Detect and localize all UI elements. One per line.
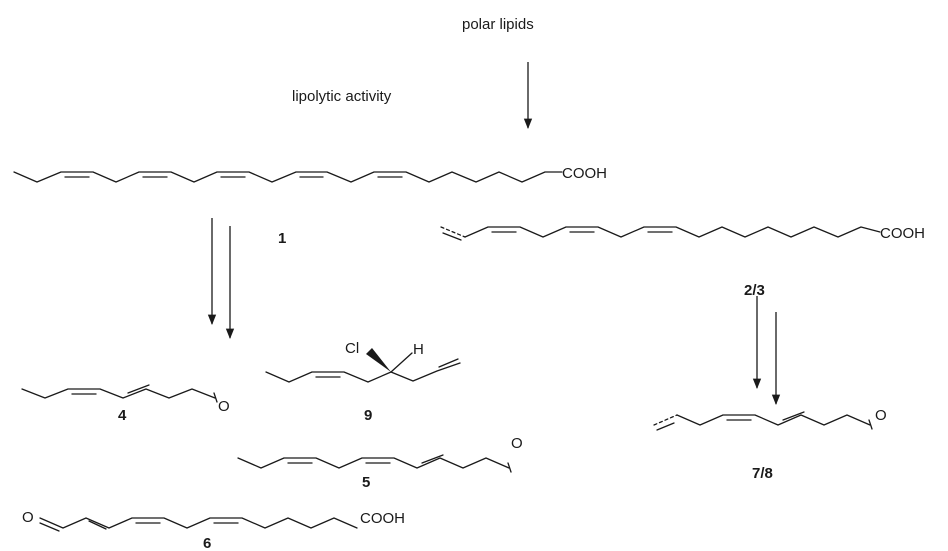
compound-6-structure [39,517,358,532]
compound-4-structure [21,384,218,403]
compound-7-8-structure [653,411,873,431]
compound-7-8-number: 7/8 [752,465,773,482]
compound-6-oxygen: O [22,509,34,526]
compound-9-structure [265,348,461,383]
compound-1-cooh: COOH [562,165,607,182]
lipolytic-activity-label: lipolytic activity [292,88,392,105]
compound-1-structure [13,171,563,183]
compound-4-oxygen: O [218,398,230,415]
compound-2-3-cooh: COOH [880,225,925,242]
compound-5-oxygen: O [511,435,523,452]
compound-6-cooh: COOH [360,510,405,527]
compound-2-3-number: 2/3 [744,282,765,299]
polar-lipids-label: polar lipids [462,16,534,33]
compound-5-structure [237,454,512,473]
compound-4-number: 4 [118,407,127,424]
compound-9-number: 9 [364,407,372,424]
compound-9-chlorine: Cl [345,340,359,357]
compound-2-3-structure [440,226,881,241]
compound-1-number: 1 [278,230,286,247]
compound-6-number: 6 [203,535,211,551]
compound-7-8-oxygen: O [875,407,887,424]
compound-9-hydrogen: H [413,341,424,358]
compound-5-number: 5 [362,474,370,491]
